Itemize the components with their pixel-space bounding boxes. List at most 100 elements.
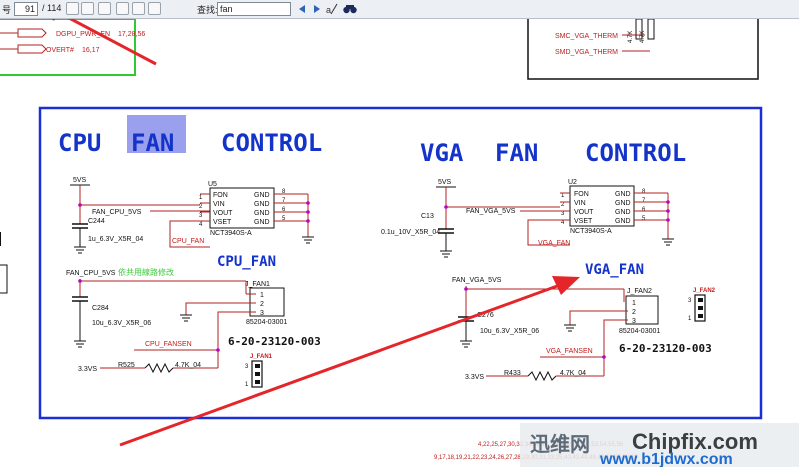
vga-pin-gnd: GND [615,200,631,207]
cpu-connector-part: 85204-03001 [246,319,287,326]
mini-pin-label: 1 [245,382,249,388]
cpu-pull-net: 3.3VS [78,366,97,373]
vga-cap-val: 0.1u_10V_X5R_04 [381,229,440,236]
cpu-pin-gnd: GND [254,219,270,226]
connector-pin-pad [698,298,703,302]
zoom-out-button[interactable] [132,2,145,15]
wire [169,220,210,248]
arrow-head-icon [51,19,56,21]
vga-pin-vset: VSET [574,218,593,225]
prev-page-button[interactable] [81,2,94,15]
vga-cap2-ref: C276 [477,312,494,319]
cpu-ic-ref: U5 [208,181,217,188]
green-selection-box [0,19,136,76]
junction [666,200,670,204]
vga-res-ref: R433 [504,370,521,377]
arrow-line-to-page-field [67,19,157,66]
watermark-url: www.b1jdwx.com [599,451,733,467]
connector-pin-pad [255,372,260,376]
pin-number: 7 [642,198,646,204]
cpu-net-cpufan: CPU_FAN [172,238,204,245]
vga-connector-part: 85204-03001 [619,328,660,335]
cpu-connector-pin: 1 [260,292,264,299]
wire [134,311,256,351]
search-button[interactable] [342,2,358,16]
watermark-cn: 迅维网 [530,432,590,456]
cpu-section-label: CPU_FAN [217,254,276,270]
vga-connector-pin: 2 [632,309,636,316]
zoom-in-button[interactable] [148,2,161,15]
resistor-symbol [635,19,643,40]
cpu-res-ref: R525 [118,362,135,369]
net-smc-vga-therm: SMC_VGA_THERM [555,33,618,40]
pdf-toolbar: 号 91 / 114 查找: fan a [0,0,799,19]
match-case-button[interactable]: a [325,2,339,16]
pin-number: 3 [561,211,565,217]
pin-number: 2 [561,202,565,208]
junction [306,201,310,205]
pin-number: 7 [282,198,286,204]
vga-res-val: 4.7K_04 [560,370,586,377]
cpu-connector-body [249,287,285,317]
resistor-symbol [144,362,174,374]
vga-connector-body [625,295,659,325]
cpu-title-fan: FAN [131,129,174,157]
net-overt-pins: 16,17 [82,47,100,54]
fan-control-frame [38,106,763,420]
sheet-box [527,19,759,80]
net-port-icon [17,28,47,38]
pin-number: 8 [642,189,646,195]
vga-net-fansen: VGA_FANSEN [546,348,593,355]
cpu-cap2-val: 10u_6.3V_X5R_06 [92,320,151,327]
net-smd-vga-therm: SMD_VGA_THERM [555,49,618,56]
find-prev-button[interactable] [297,2,307,16]
vga-connector-ref: J_FAN2 [627,288,652,295]
resistor-value: 4.7K [628,31,634,43]
mini-pin-label: 3 [688,298,692,304]
cpu-net-fan-2: FAN_CPU_5VS [66,270,116,277]
cpu-title-cpu: CPU [58,129,101,157]
cpu-pin-gnd: GND [254,201,270,208]
arrow-head-icon [552,276,580,295]
net-overt: OVERT# [46,47,74,54]
vga-therm-box: SMC_VGA_THERM SMD_VGA_THERM 4.7K 4.7K [527,19,759,80]
cpu-ic-body [209,187,275,229]
fit-page-button[interactable] [116,2,129,15]
pin-number: 4 [561,220,565,226]
page-number-input[interactable]: 91 [14,2,38,16]
vga-connector-pin: 3 [632,318,636,325]
cpu-cap2-ref: C284 [92,305,109,312]
cpu-pin-gnd: GND [254,210,270,217]
triangle-right-icon [314,5,320,13]
vga-title-vga: VGA [420,139,464,167]
next-page-button[interactable] [98,2,111,15]
find-input[interactable]: fan [217,2,291,16]
vga-fan-section: VGA FAN CONTROL 5VS C13 0.1u_10V_X5R_04 … [381,139,716,382]
cpu-revision-note: 依共用線路修改 [118,267,174,277]
vga-title-fan: FAN [495,139,538,167]
vga-section-label: VGA_FAN [585,262,644,278]
cpu-pin-vin: VIN [213,201,225,208]
cpu-net-fansen: CPU_FANSEN [145,341,192,348]
pin-number: 5 [282,216,286,222]
vga-connector-pin: 1 [632,300,636,307]
junction [464,287,468,291]
vga-mini-label: J_FAN2 [693,288,716,294]
find-next-button[interactable] [312,2,322,16]
vga-ic-body [569,185,635,227]
vga-pin-fon: FON [574,191,589,198]
find-label: 查找: [197,5,218,15]
pin-number: 8 [282,189,286,195]
cpu-supply: 5VS [73,177,87,184]
first-page-button[interactable] [66,2,79,15]
vga-supply: 5VS [438,179,452,186]
triangle-left-icon [299,5,305,13]
junction [306,219,310,223]
junction [78,279,82,283]
vga-pin-gnd: GND [615,191,631,198]
wire [185,302,256,315]
connector-pin-pad [255,364,260,368]
match-case-icon: a [326,3,338,15]
vga-pin-gnd: GND [615,209,631,216]
cpu-connector-pin: 2 [260,301,264,308]
